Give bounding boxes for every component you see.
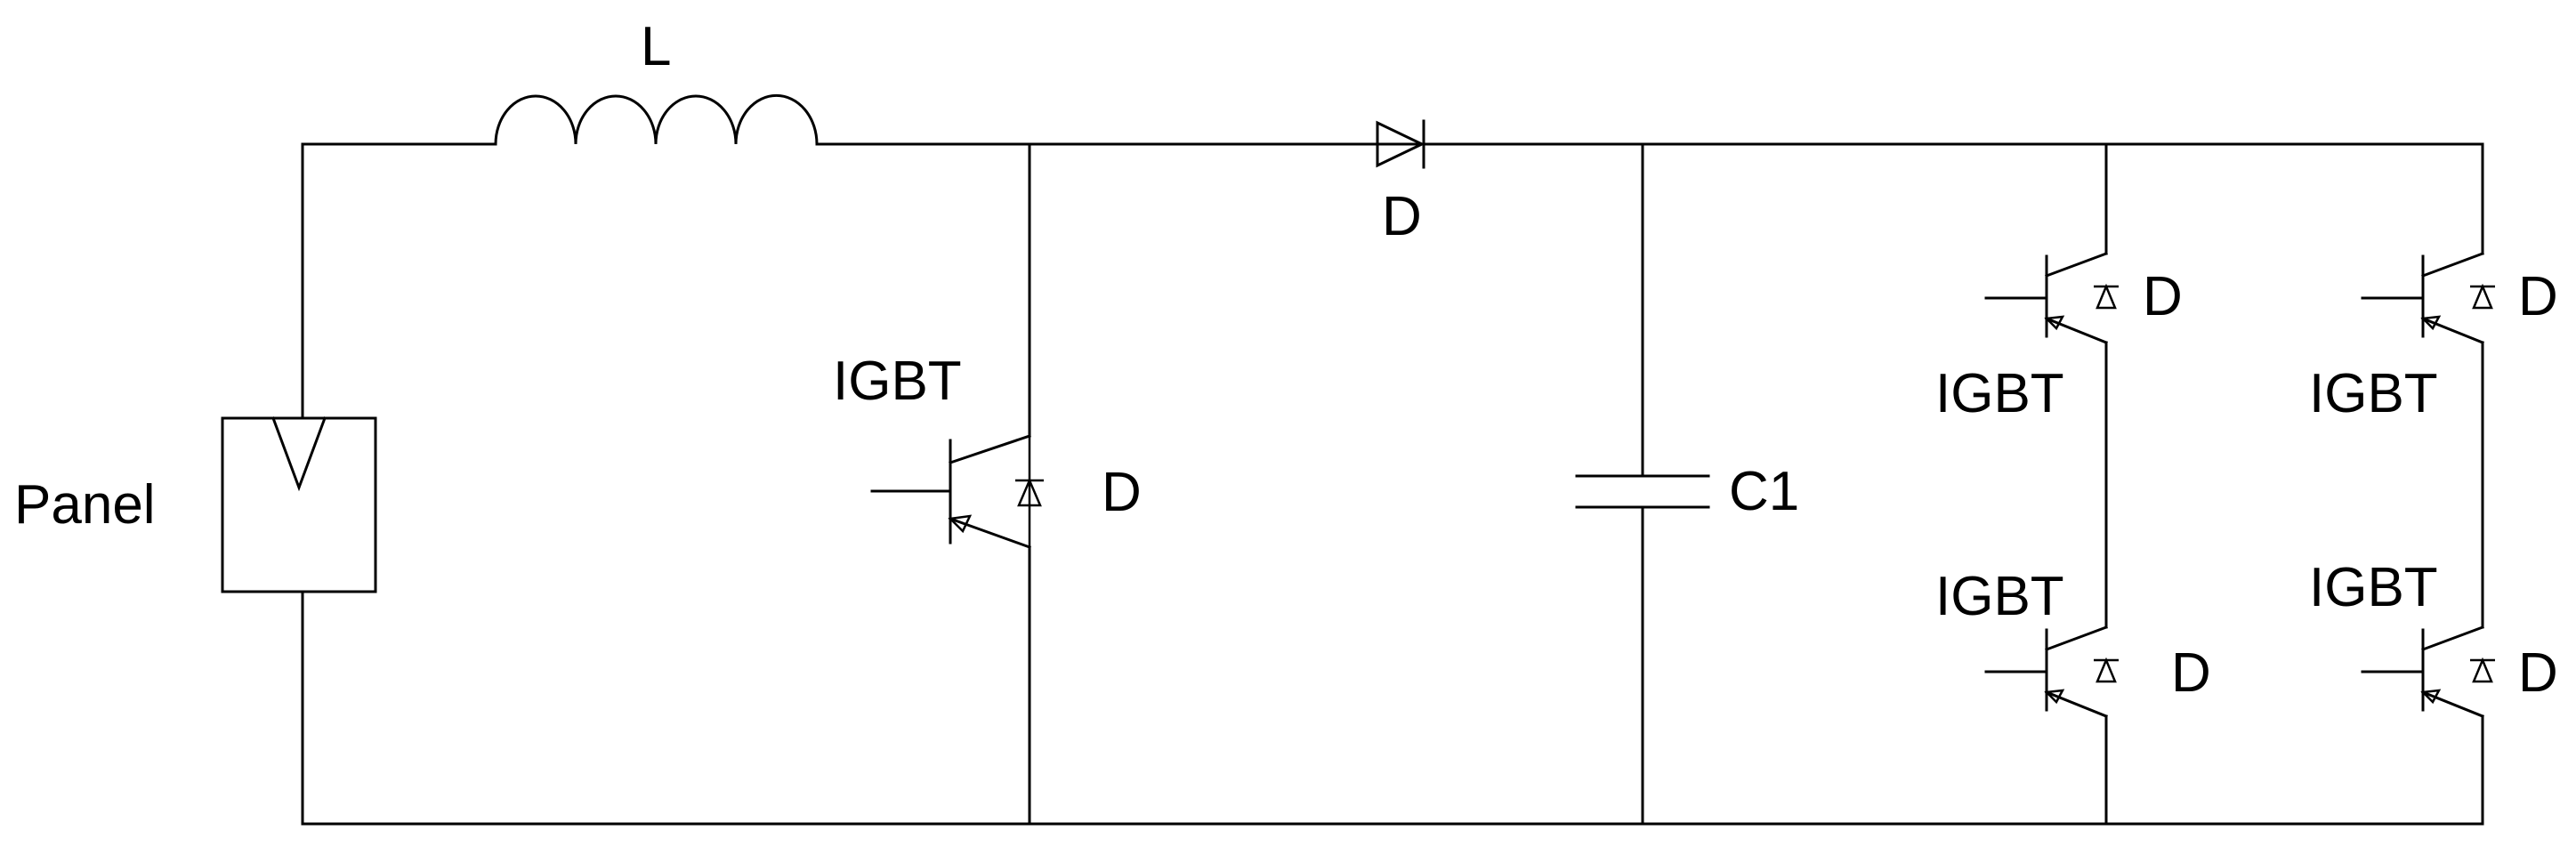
inductor-label: L bbox=[641, 16, 672, 77]
inverter-bottom-left-igbt-label: IGBT bbox=[1935, 566, 2064, 627]
inverter-top-left-diode-label: D bbox=[2143, 266, 2183, 327]
capacitor-symbol bbox=[1575, 474, 1710, 509]
boost-igbt-diode-label: D bbox=[1102, 462, 1142, 523]
inverter-top-right-igbt-label: IGBT bbox=[2309, 363, 2438, 424]
inverter-bottom-right-diode-label: D bbox=[2518, 642, 2558, 704]
boost-igbt-label: IGBT bbox=[833, 351, 962, 412]
boost-diode-label: D bbox=[1382, 186, 1422, 247]
boost-igbt-symbol bbox=[870, 434, 1044, 549]
inverter-top-left-igbt-label: IGBT bbox=[1935, 363, 2064, 424]
inverter-igbt-top-left-symbol bbox=[1984, 252, 2119, 344]
wires bbox=[301, 142, 2484, 826]
solar-panel-symbol bbox=[221, 416, 377, 593]
inverter-igbt-bottom-left-symbol bbox=[1984, 625, 2119, 718]
boost-diode-symbol bbox=[1376, 119, 1425, 169]
inverter-bottom-right-igbt-label: IGBT bbox=[2309, 557, 2438, 618]
inverter-igbt-bottom-right-symbol bbox=[2361, 625, 2495, 718]
capacitor-label: C1 bbox=[1729, 461, 1800, 522]
inductor-symbol bbox=[494, 93, 819, 146]
inverter-igbt-top-right-symbol bbox=[2361, 252, 2495, 344]
inverter-bottom-left-diode-label: D bbox=[2171, 642, 2211, 704]
panel-label: Panel bbox=[14, 474, 156, 536]
inverter-top-right-diode-label: D bbox=[2518, 266, 2558, 327]
